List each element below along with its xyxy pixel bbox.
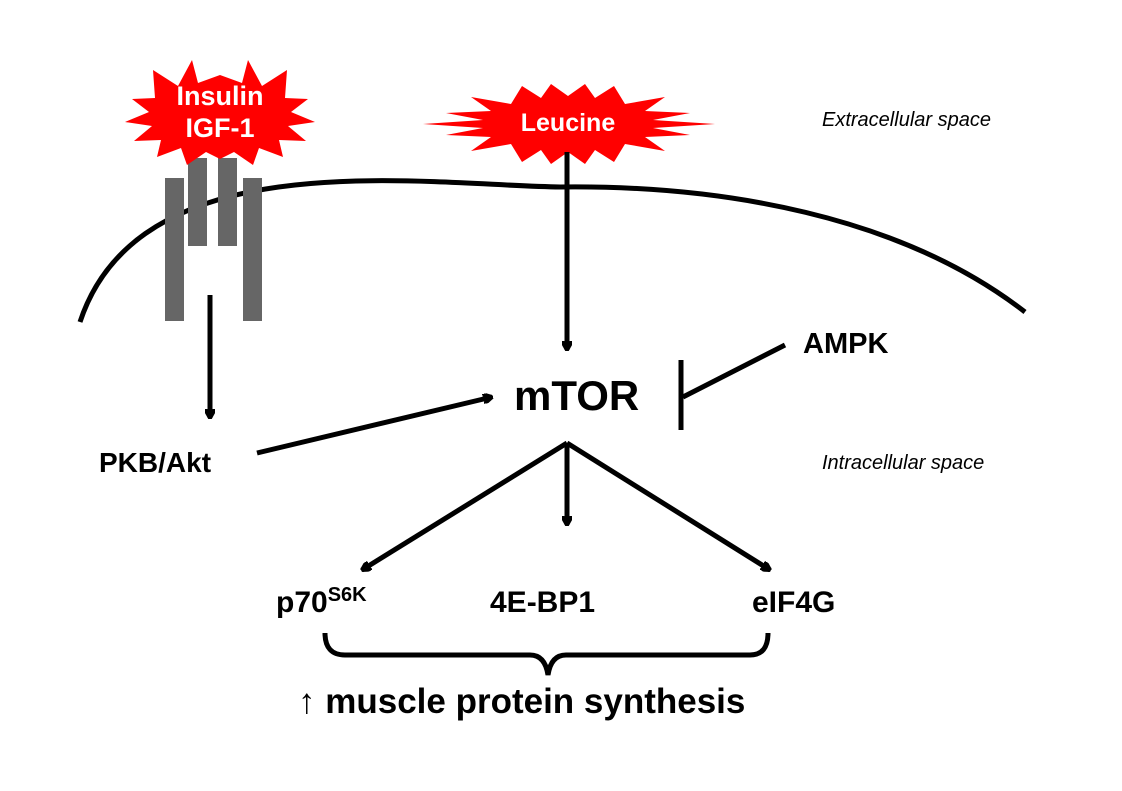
ampk-inhibition-line [681, 342, 787, 400]
leucine-label: Leucine [521, 109, 616, 137]
insulin-igf1-burst-icon [125, 60, 315, 165]
effector-bracket [322, 632, 771, 676]
extracellular-space-label: Extracellular space [822, 109, 991, 131]
p70-s6k-label: p70S6K [276, 584, 367, 619]
outcome-label: ↑ muscle protein synthesis [298, 682, 745, 721]
mtor-to-eif4g-arrow [565, 440, 770, 570]
cell-membrane [77, 178, 1027, 323]
receptor-icon [165, 158, 262, 321]
pkb-akt-label: PKB/Akt [99, 447, 211, 478]
mtor-to-p70-arrow [362, 440, 569, 570]
ampk-label: AMPK [803, 328, 888, 360]
insulin-label: Insulin [177, 81, 264, 111]
eif4g-label: eIF4G [752, 586, 835, 619]
igf1-label: IGF-1 [185, 113, 254, 143]
mtor-label: mTOR [514, 372, 639, 419]
4ebp1-label: 4E-BP1 [490, 586, 595, 619]
pkb-to-mtor-arrow [256, 397, 492, 456]
leucine-burst-icon [423, 84, 715, 164]
intracellular-space-label: Intracellular space [822, 452, 984, 474]
